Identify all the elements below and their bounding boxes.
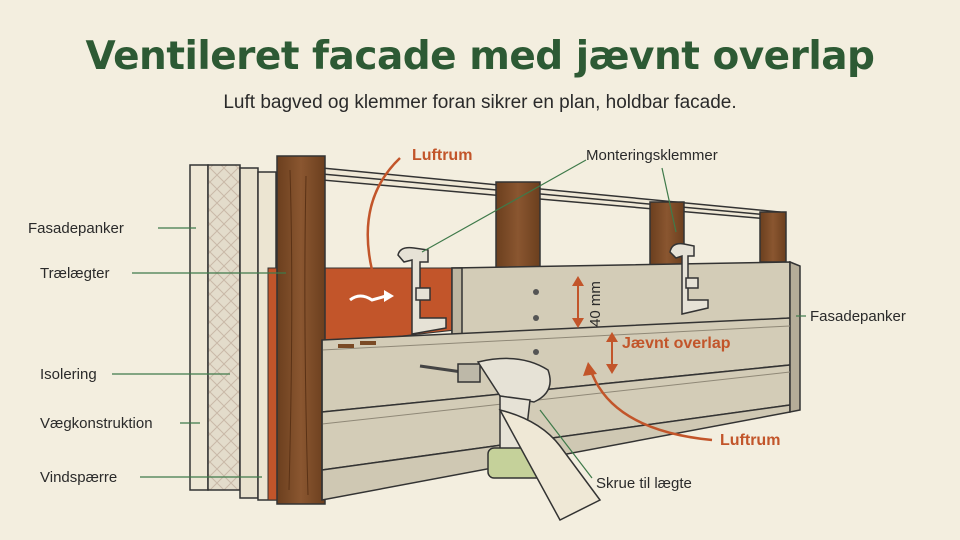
wall-construction	[189, 164, 281, 501]
slot-1	[338, 344, 354, 348]
label-luftrum-top: Luftrum	[412, 147, 472, 164]
label-monteringsklemmer: Monteringsklemmer	[586, 147, 718, 164]
batten-2	[495, 181, 541, 269]
label-fasadepanker: Fasadepanker	[28, 220, 124, 237]
label-fasadepanker-right: Fasadepanker	[810, 308, 906, 325]
screw-icon	[419, 364, 463, 374]
clip-icon	[669, 242, 709, 315]
label-luftrum-bottom: Luftrum	[720, 432, 780, 449]
airflow-arrow-top	[366, 157, 401, 271]
label-skrue: Skrue til lægte	[596, 475, 692, 492]
slot-2	[360, 341, 376, 345]
leader-lines	[112, 159, 806, 479]
screw-hole-2	[533, 315, 539, 321]
dimension-label: 40 mm	[587, 281, 604, 327]
label-overlap: Jævnt overlap	[622, 335, 731, 352]
dimension-marker: 40 mm	[572, 276, 604, 328]
label-vaegkonstruktion: Vægkonstruktion	[40, 415, 153, 432]
overlap-marker	[606, 332, 618, 374]
batten-3	[649, 201, 685, 269]
label-vindspaerre: Vindspærre	[40, 469, 117, 486]
page-subtitle: Luft bagved og klemmer foran sikrer en p…	[223, 92, 737, 113]
batten-main	[276, 155, 326, 505]
arrow-icon	[349, 290, 394, 302]
air-space	[321, 267, 456, 346]
page-title: Ventileret facade med jævnt overlap	[85, 34, 875, 79]
drill-icon	[419, 357, 602, 521]
screw-hole-1	[533, 289, 539, 295]
batten-4	[759, 211, 787, 263]
label-traelaegter: Trælægter	[40, 265, 109, 282]
top-rails	[321, 167, 781, 221]
airflow-arrow-bottom	[588, 367, 713, 442]
screw-hole-3	[533, 349, 539, 355]
clip-icon	[397, 246, 447, 335]
label-isolering: Isolering	[40, 366, 97, 383]
